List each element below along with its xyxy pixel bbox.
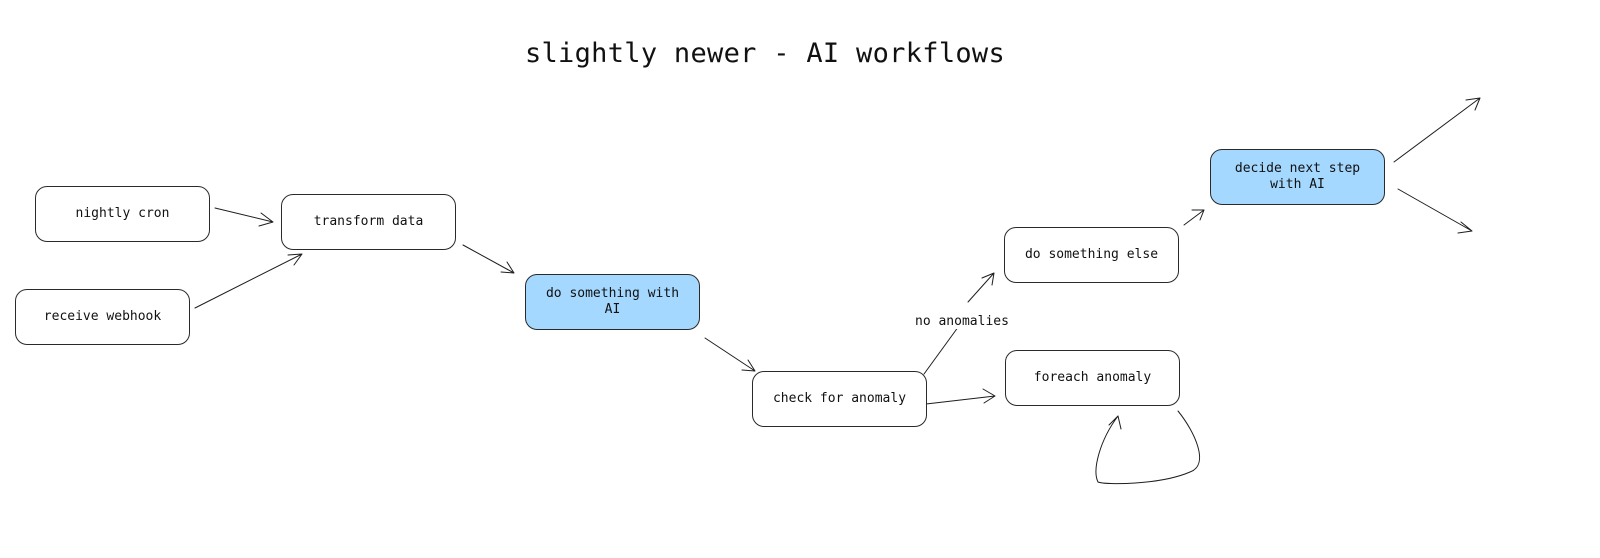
edge-ai-to-check [704,337,756,372]
edge-transform-to-ai [462,244,515,274]
node-label: decide next step with AI [1234,161,1361,192]
node-label: transform data [313,214,424,229]
node-nightly-cron: nightly cron [35,186,210,242]
node-label: do something else [1024,247,1159,262]
node-check-for-anomaly: check for anomaly [752,371,927,427]
edge-cron-to-transform [214,207,274,227]
node-label: receive webhook [43,309,162,324]
node-receive-webhook: receive webhook [15,289,190,345]
node-foreach-anomaly: foreach anomaly [1005,350,1180,406]
edge-label-no-anomalies: no anomalies [913,314,1011,329]
node-do-something-else: do something else [1004,227,1179,283]
edge-decide-upper-out [1393,97,1481,163]
node-decide-next-step: decide next step with AI [1210,149,1385,205]
node-do-something-with-ai: do something with AI [525,274,700,330]
edge-foreach-loop [1095,410,1200,485]
diagram-title: slightly newer - AI workflows [524,38,1006,69]
edge-something-else-to-decide [1183,209,1205,226]
edge-decide-lower-out [1397,188,1473,234]
edge-webhook-to-transform [194,253,303,309]
edge-check-to-foreach [925,388,996,405]
node-label: check for anomaly [772,391,907,406]
node-label: foreach anomaly [1033,370,1152,385]
node-transform-data: transform data [281,194,456,250]
node-label: do something with AI [545,286,680,317]
node-label: nightly cron [75,206,170,221]
